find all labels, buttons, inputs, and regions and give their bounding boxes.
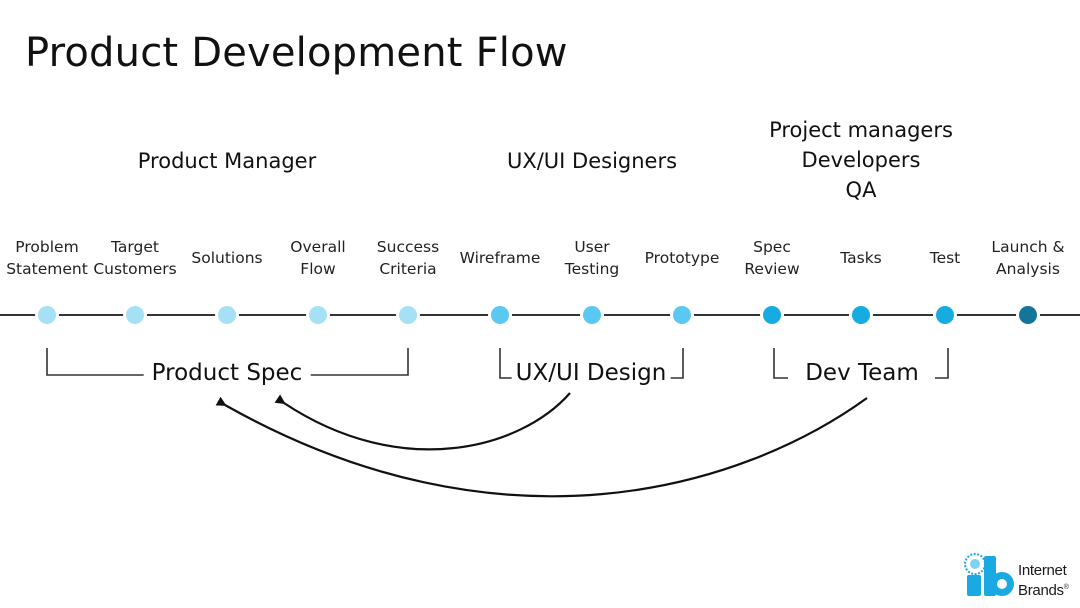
timeline-dot	[583, 306, 601, 324]
role-label: Product Manager	[137, 149, 317, 173]
timeline-dot	[126, 306, 144, 324]
step-label-line: Overall	[290, 238, 346, 256]
timeline-dot	[491, 306, 509, 324]
timeline-dot	[673, 306, 691, 324]
step-label: Tasks	[840, 247, 882, 269]
logo-line-1: Internet	[1018, 562, 1067, 579]
timeline-dot	[936, 306, 954, 324]
role-ux-ui-designers: UX/UI Designers	[507, 146, 677, 176]
step-label-line: Flow	[300, 260, 336, 278]
arrow-dev-team-to-product-spec	[215, 396, 868, 498]
bracket-ux-ui-design-left	[499, 348, 512, 379]
role-dev-team-members: Project managers Developers QA	[769, 115, 953, 205]
timeline-dot	[218, 306, 236, 324]
ib-mark-icon	[964, 553, 1014, 596]
step-label-line: Solutions	[191, 249, 263, 267]
step-label-line: Prototype	[644, 249, 720, 267]
role-product-manager: Product Manager	[138, 146, 316, 176]
logo-text: Internet Brands®	[1018, 562, 1069, 599]
step-label-line: Testing	[564, 260, 620, 278]
group-dev-team: Dev Team	[797, 360, 927, 386]
step-label-line: Review	[744, 260, 800, 278]
step-label-line: Customers	[93, 260, 177, 278]
step-label-line: Target	[111, 238, 159, 256]
timeline-dot	[763, 306, 781, 324]
step-label-line: Statement	[6, 260, 88, 278]
timeline-dot	[852, 306, 870, 324]
internet-brands-logo	[964, 553, 1014, 596]
logo-line-2: Brands®	[1018, 582, 1069, 599]
step-label: Prototype	[645, 247, 720, 269]
role-label-developers: Developers	[801, 148, 921, 172]
timeline-line	[0, 314, 1080, 316]
role-label: UX/UI Designers	[506, 149, 678, 173]
step-label: Wireframe	[460, 247, 541, 269]
bracket-dev-team-right	[935, 348, 949, 379]
group-product-spec: Product Spec	[143, 360, 311, 386]
step-label-line: Criteria	[379, 260, 437, 278]
timeline-dot	[38, 306, 56, 324]
step-label-line: Analysis	[996, 260, 1060, 278]
page-title: Product Development Flow	[25, 30, 568, 76]
step-label-line: Success	[376, 238, 440, 256]
step-label: Solutions	[191, 247, 262, 269]
role-label-qa: QA	[845, 178, 877, 202]
step-label-line: Spec	[753, 238, 791, 256]
timeline-dot	[309, 306, 327, 324]
step-label-line: Launch &	[991, 238, 1065, 256]
group-ux-ui-design: UX/UI Design	[511, 360, 671, 386]
step-label-line: Wireframe	[459, 249, 541, 267]
step-label-line: User	[574, 238, 610, 256]
step-label-line: Problem	[15, 238, 79, 256]
step-label: Test	[930, 247, 961, 269]
bracket-ux-ui-design-right	[670, 348, 684, 379]
role-label-project-managers: Project managers	[769, 118, 953, 142]
arrow-ux-ui-to-product-spec	[274, 392, 571, 451]
bracket-dev-team-left	[773, 348, 788, 379]
timeline-dot	[1019, 306, 1037, 324]
step-label-line: Tasks	[840, 249, 882, 267]
step-label: Launch & Analysis	[991, 236, 1064, 280]
timeline-dot	[399, 306, 417, 324]
step-label-line: Test	[929, 249, 961, 267]
